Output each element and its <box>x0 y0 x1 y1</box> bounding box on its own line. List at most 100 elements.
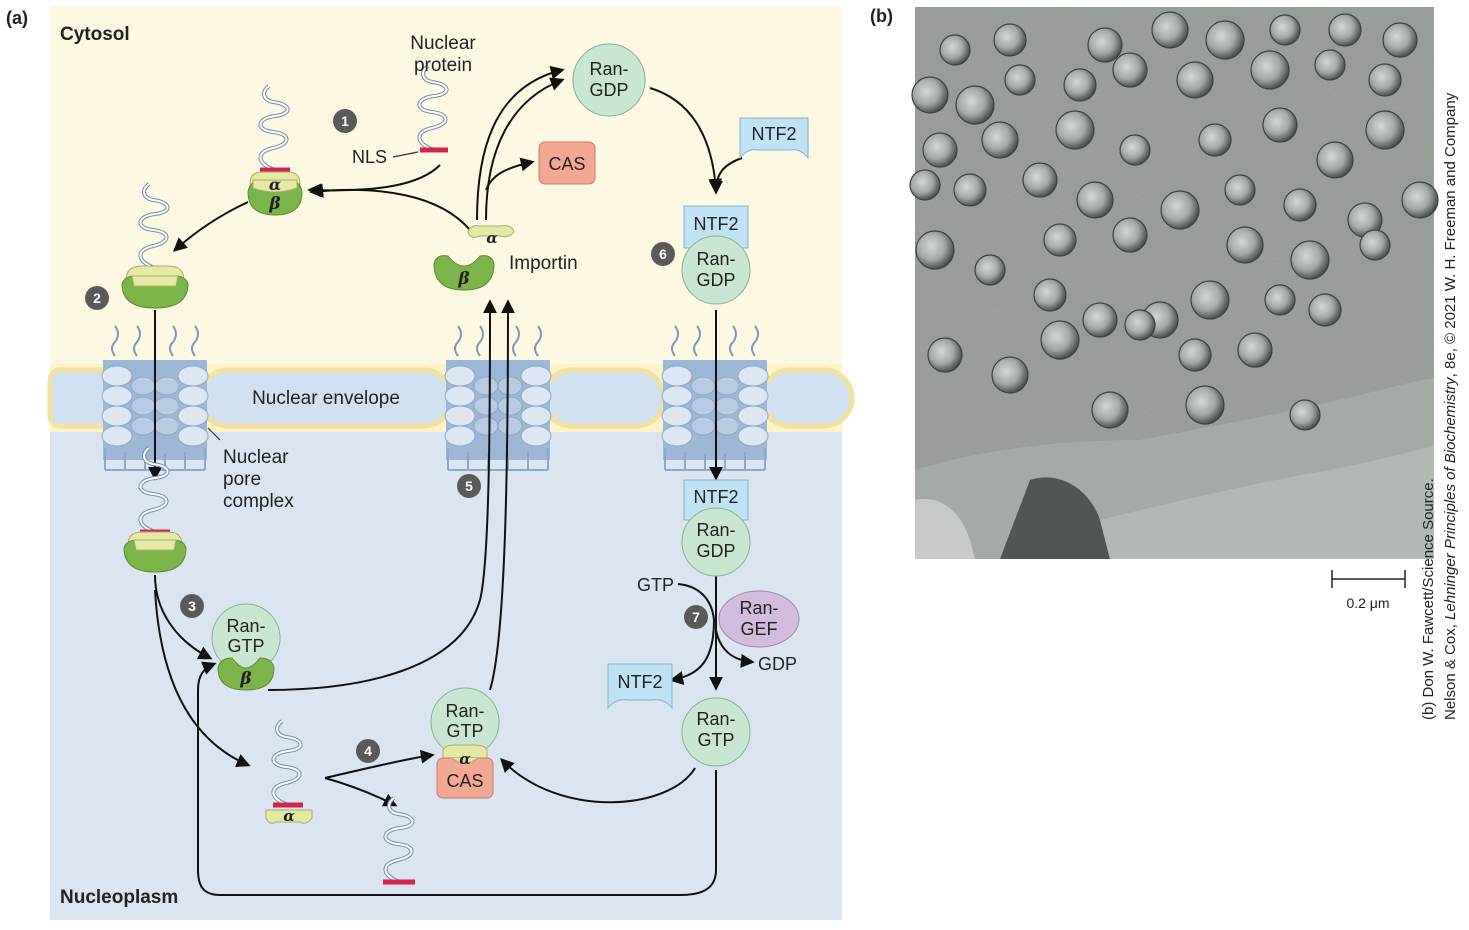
step-2-marker: 2 <box>85 286 109 310</box>
ran-gef: Ran- GEF <box>718 590 800 648</box>
nuclear-pore <box>1063 68 1097 102</box>
nuclear-pore <box>1119 134 1151 166</box>
nuclear-pore <box>927 337 963 373</box>
svg-text:NTF2: NTF2 <box>694 214 739 234</box>
svg-text:α: α <box>269 175 281 194</box>
ran-gdp-cytosol: Ran- GDP <box>572 43 646 117</box>
nuclear-pore <box>1190 280 1230 320</box>
svg-text:3: 3 <box>188 598 196 614</box>
nuclear-pore <box>953 173 987 207</box>
svg-text:α: α <box>459 750 471 768</box>
nuclear-pore <box>991 356 1029 394</box>
ntf2-ran-gdp-cytosol: NTF2 Ran- GDP <box>681 205 751 305</box>
step-1-marker: 1 <box>333 109 357 133</box>
cytosol-label: Cytosol <box>60 24 130 45</box>
nuclear-pore <box>1198 123 1232 157</box>
scale-bar-label: 0.2 μm <box>1346 595 1389 611</box>
nuclear-pore <box>1401 181 1439 219</box>
nuclear-pore <box>1283 188 1317 222</box>
released-nuclear-protein <box>383 796 415 885</box>
nuclear-pore <box>1328 13 1362 47</box>
svg-text:Ran-: Ran- <box>696 520 735 540</box>
svg-text:CAS: CAS <box>548 154 585 174</box>
gdp-label: GDP <box>758 654 797 674</box>
nuclear-pore <box>993 23 1027 57</box>
nuclear-pore <box>1365 110 1405 150</box>
nuclear-pore <box>1160 190 1200 230</box>
nuclear-pore <box>1091 391 1129 429</box>
panel-a-label: (a) <box>6 8 28 28</box>
nuclear-pore <box>939 34 971 66</box>
svg-text:complex: complex <box>223 491 294 512</box>
figure-credit: (b) Don W. Fawcett/Science Source. Nelso… <box>1418 10 1463 720</box>
nuclear-pore <box>911 76 949 114</box>
importin-label: Importin <box>509 253 578 274</box>
svg-text:1: 1 <box>341 113 349 129</box>
ran-gtp-importin-beta: Ran- GTP β <box>211 603 281 691</box>
svg-text:Ran-: Ran- <box>739 598 778 618</box>
nuclear-pore <box>1033 278 1067 312</box>
svg-text:GDP: GDP <box>696 541 735 561</box>
nuclear-pore <box>1043 223 1077 257</box>
svg-text:GTP: GTP <box>446 721 483 741</box>
nuclear-pore <box>1264 284 1296 316</box>
nls-label: NLS <box>352 147 387 167</box>
credit-line-1: (b) Don W. Fawcett/Science Source. <box>1420 478 1437 720</box>
svg-text:6: 6 <box>659 246 667 262</box>
nuclear-pore <box>1269 14 1301 46</box>
nuclear-pore <box>1124 309 1156 341</box>
nuclear-pore <box>981 121 1019 159</box>
nuclear-pore <box>1237 332 1273 368</box>
svg-text:GTP: GTP <box>227 636 264 656</box>
importin-alpha-cargo: α <box>265 719 313 825</box>
svg-text:Ran-: Ran- <box>589 59 628 79</box>
svg-text:β: β <box>239 669 251 689</box>
nuclear-pore <box>974 254 1006 286</box>
nucleoplasm-label: Nucleoplasm <box>60 887 178 908</box>
nuclear-pore <box>1082 302 1118 338</box>
svg-text:α: α <box>486 229 498 247</box>
nuclear-envelope-label: Nuclear envelope <box>252 388 400 409</box>
nuclear-pore <box>915 230 955 270</box>
npc-label: Nuclear pore complex <box>223 447 294 512</box>
nuclear-pore <box>1368 63 1402 97</box>
svg-text:2: 2 <box>93 290 101 306</box>
svg-text:Ran-: Ran- <box>696 709 735 729</box>
svg-text:4: 4 <box>364 743 372 759</box>
svg-text:GDP: GDP <box>589 80 628 100</box>
panel-a: (a) Cytosol Nucleoplasm Nuclear envelope… <box>6 5 855 920</box>
step-4-marker: 4 <box>356 739 380 763</box>
nuclear-pore <box>1004 64 1036 96</box>
step-7-marker: 7 <box>684 605 708 629</box>
nuclear-pore <box>1055 110 1095 150</box>
nuclear-pore <box>1262 107 1298 143</box>
svg-text:Ran-: Ran- <box>445 701 484 721</box>
svg-text:NTF2: NTF2 <box>694 487 739 507</box>
nuclear-pore <box>955 85 995 125</box>
cas-cytosol: CAS <box>538 141 596 185</box>
svg-text:NTF2: NTF2 <box>752 124 797 144</box>
importin-cargo-complex-nucleus <box>123 446 187 573</box>
svg-text:α: α <box>283 807 295 825</box>
svg-text:Nuclear: Nuclear <box>223 447 289 468</box>
nuclear-pore <box>1359 229 1391 261</box>
nuclear-pore <box>1178 338 1212 372</box>
nuclear-pore <box>1226 226 1264 264</box>
svg-text:GDP: GDP <box>696 270 735 290</box>
svg-text:CAS: CAS <box>446 771 483 791</box>
svg-text:GEF: GEF <box>740 619 777 639</box>
pathway-arrows <box>148 65 755 896</box>
nuclear-pore <box>1250 50 1290 90</box>
importin-cargo-complex-top: α β <box>247 84 303 216</box>
nuclear-pore <box>1087 27 1123 63</box>
ntf2-nucleus-free: NTF2 <box>607 663 673 710</box>
nuclear-protein-label-1: Nuclear <box>410 33 476 54</box>
importin-cargo-complex-step2 <box>121 182 189 309</box>
svg-text:Ran-: Ran- <box>696 249 735 269</box>
panel-b: (b) 0.2 μm <box>870 6 1439 611</box>
nuclear-pore <box>1176 61 1214 99</box>
nuclear-pore <box>1040 320 1080 360</box>
gtp-label: GTP <box>637 575 674 595</box>
scale-bar: 0.2 μm <box>1331 570 1406 611</box>
ran-gtp-nucleus: Ran- GTP <box>681 697 751 767</box>
